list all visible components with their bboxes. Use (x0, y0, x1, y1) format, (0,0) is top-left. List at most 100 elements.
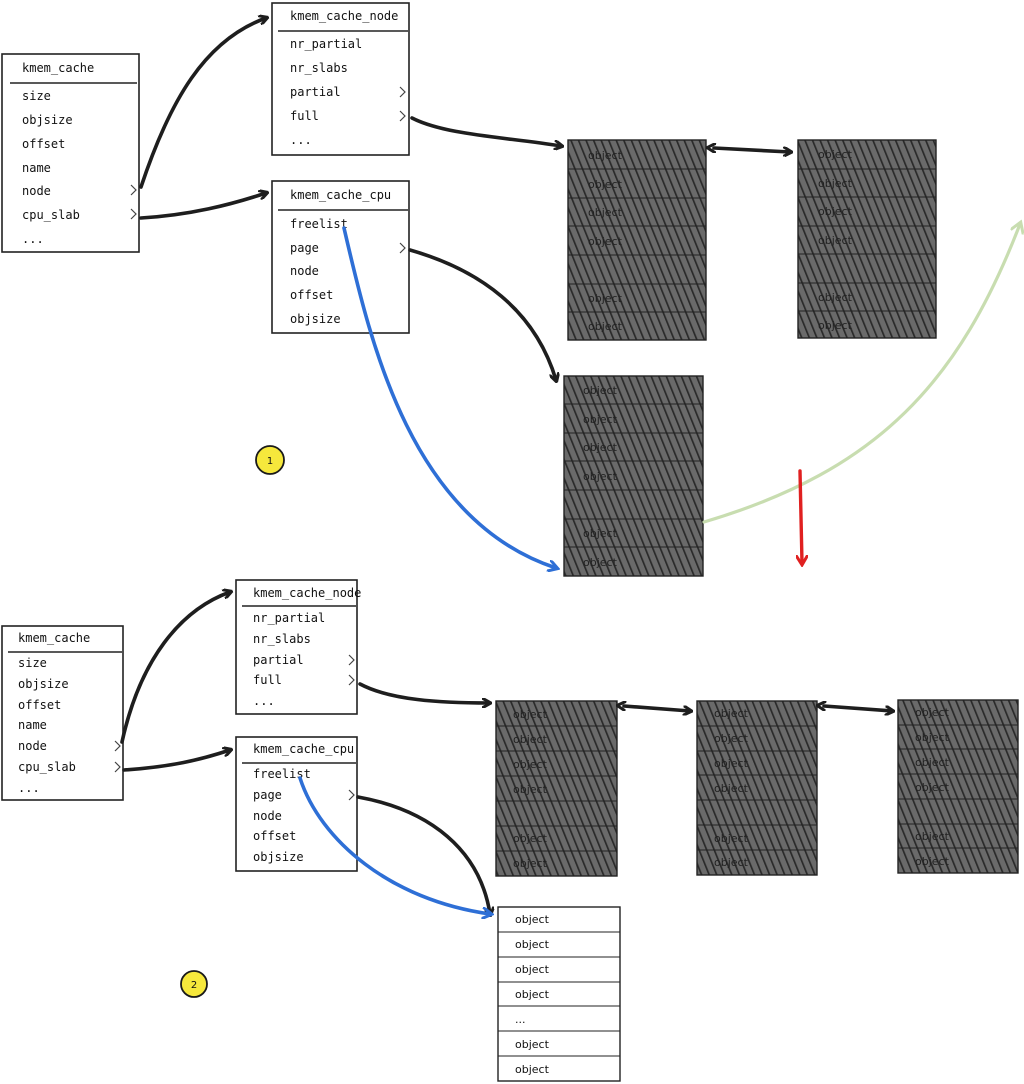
field-offset: offset (22, 137, 65, 151)
node-pointer-arrow (139, 18, 266, 189)
partial-list-link-arrow (714, 148, 790, 152)
kmem-cache-cpu-struct: kmem_cache_cpu freelist page node offset… (235, 736, 358, 872)
slab-object-label: object (515, 1063, 550, 1076)
slab-object-label: object (915, 731, 950, 744)
slab-object-label: object (714, 707, 749, 720)
slab-object-label: object (515, 963, 550, 976)
field-partial: partial (290, 85, 341, 99)
slab-object-label: object (513, 857, 548, 870)
slab-object-label: object (915, 706, 950, 719)
chevron-right-icon (130, 208, 137, 220)
node-pointer-arrow (120, 592, 230, 744)
field-nr-partial: nr_partial (290, 37, 362, 51)
cpu-slab-pointer-arrow (122, 750, 230, 772)
slab-object-label: object (513, 783, 548, 796)
partial-list-link-arrow (624, 706, 690, 711)
field-freelist: freelist (253, 767, 311, 781)
slab-object-label: object (915, 756, 950, 769)
field-objsize: objsize (18, 677, 69, 691)
field-objsize: objsize (253, 850, 304, 864)
partial-slab: object object object object object objec… (567, 139, 707, 341)
partial-slab: object object object object object objec… (495, 700, 618, 877)
slab-object-label: object (583, 527, 618, 540)
slab-object-label: object (588, 206, 623, 219)
field-node: node (290, 264, 319, 278)
slab-object-label: object (714, 832, 749, 845)
step-number: 2 (191, 980, 197, 991)
field-offset: offset (253, 829, 296, 843)
step-number: 1 (267, 456, 273, 467)
slab-object-label: object (515, 913, 550, 926)
slab-object-label: object (583, 556, 618, 569)
slab-object-label: object (818, 319, 853, 332)
kmem-cache-node-struct: kmem_cache_node nr_partial nr_slabs part… (235, 579, 361, 715)
field-full: full (253, 673, 282, 687)
slab-object-label: object (588, 292, 623, 305)
slab-object-label: object (714, 732, 749, 745)
chevron-right-icon (399, 110, 406, 122)
cpu-slab-pointer-arrow (139, 193, 266, 220)
kmem-cache-struct: kmem_cache size objsize offset name node… (1, 53, 140, 253)
slab-object-label: object (513, 832, 548, 845)
field-ellipsis: ... (290, 133, 312, 147)
slab-object-label: object (714, 856, 749, 869)
field-node: node (253, 809, 282, 823)
step-badge: 1 (255, 445, 285, 475)
field-partial: partial (253, 653, 304, 667)
slab-object-label: object (915, 781, 950, 794)
slab-object-label: object (583, 470, 618, 483)
slab-object-label: object (818, 291, 853, 304)
chevron-right-icon (348, 654, 355, 666)
cpu-slab: object object object object ... object o… (497, 906, 621, 1082)
field-cpu-slab: cpu_slab (18, 760, 76, 774)
slab-object-label: object (513, 708, 548, 721)
slab-object-label: object (513, 733, 548, 746)
slab-move-arrow (702, 224, 1020, 524)
page-pointer-arrow (408, 248, 556, 380)
field-nr-partial: nr_partial (253, 611, 325, 625)
field-freelist: freelist (290, 217, 348, 231)
field-page: page (290, 241, 319, 255)
scene-1: kmem_cache size objsize offset name node… (1, 2, 1020, 577)
field-name: name (18, 718, 47, 732)
field-size: size (22, 89, 51, 103)
partial-slab: object object object object object objec… (696, 700, 818, 876)
partial-slab: object object object object object objec… (897, 699, 1019, 874)
slab-object-label: ... (515, 1013, 526, 1026)
chevron-right-icon (399, 86, 406, 98)
partial-list-link-arrow (824, 706, 892, 711)
field-full: full (290, 109, 319, 123)
struct-title: kmem_cache_node (290, 9, 398, 23)
freelist-pointer-arrow (342, 226, 556, 568)
field-name: name (22, 161, 51, 175)
field-nr-slabs: nr_slabs (290, 61, 348, 75)
slab-object-label: object (515, 988, 550, 1001)
field-size: size (18, 656, 47, 670)
cpu-slab: object object object object object objec… (563, 375, 704, 577)
field-ellipsis: ... (22, 232, 44, 246)
slab-object-label: object (818, 234, 853, 247)
slab-object-label: object (818, 205, 853, 218)
freelist-pointer-arrow (298, 776, 490, 914)
slab-object-label: object (588, 235, 623, 248)
slab-object-label: object (588, 149, 623, 162)
struct-title: kmem_cache (22, 61, 94, 75)
slab-object-label: object (583, 413, 618, 426)
slab-object-label: object (818, 177, 853, 190)
field-page: page (253, 788, 282, 802)
kmem-cache-node-struct: kmem_cache_node nr_partial nr_slabs part… (271, 2, 410, 156)
chevron-right-icon (399, 242, 406, 254)
full-list-arrow (410, 116, 561, 146)
field-node: node (22, 184, 51, 198)
chevron-right-icon (114, 761, 121, 773)
full-list-arrow (358, 682, 489, 703)
slab-object-label: object (513, 758, 548, 771)
slab-object-label: object (515, 938, 550, 951)
kmem-cache-cpu-struct: kmem_cache_cpu freelist page node offset… (271, 180, 410, 334)
struct-title: kmem_cache_node (253, 586, 361, 600)
field-cpu-slab: cpu_slab (22, 208, 80, 222)
partial-slab: object object object object object objec… (797, 139, 937, 339)
chevron-right-icon (348, 674, 355, 686)
slab-object-label: object (588, 320, 623, 333)
